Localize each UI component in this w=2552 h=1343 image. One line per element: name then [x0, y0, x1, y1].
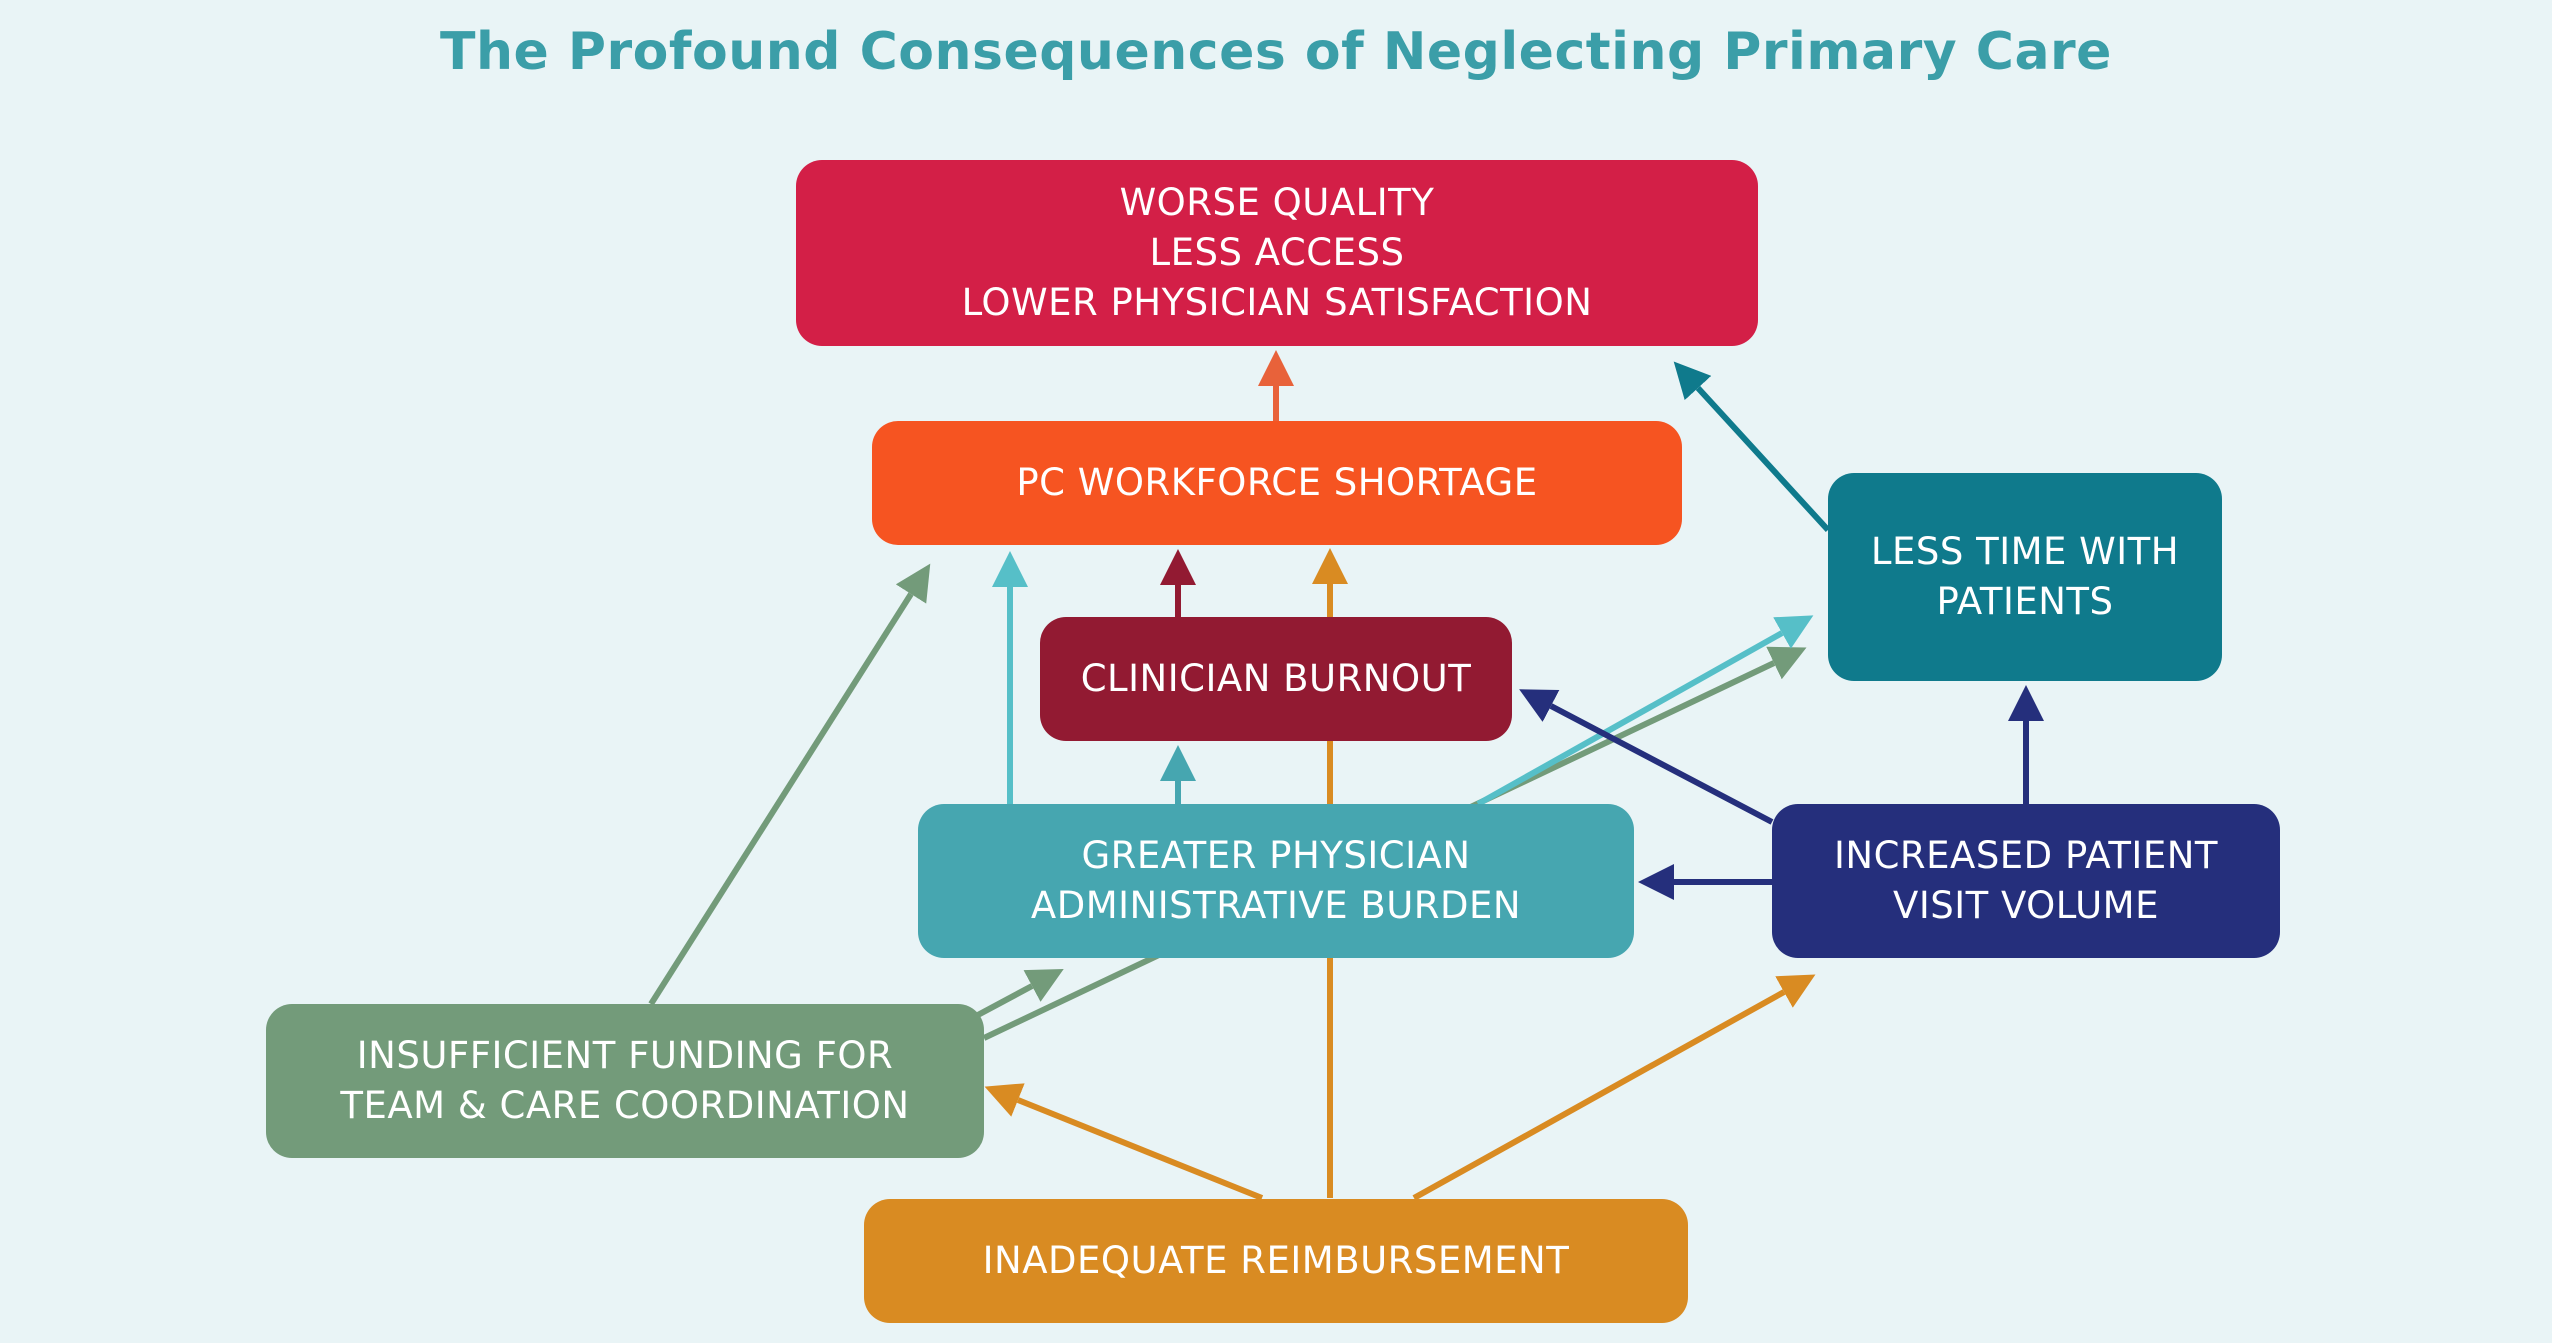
visit-volume-line-1: INCREASED PATIENT	[1834, 834, 2218, 877]
diagram-title: The Profound Consequences of Neglecting …	[440, 22, 2112, 82]
arrow-visit-to-burnout	[1519, 689, 1774, 825]
outcomes-line-2: LESS ACCESS	[1149, 231, 1405, 274]
insufficient-funding-line-2: TEAM & CARE COORDINATION	[340, 1084, 910, 1127]
less-time-line-1: LESS TIME WITH	[1870, 530, 2180, 573]
visit-volume-box: INCREASED PATIENT VISIT VOLUME	[1772, 804, 2280, 958]
less-time-box: LESS TIME WITH PATIENTS	[1828, 473, 2222, 681]
workforce-shortage-box: PC WORKFORCE SHORTAGE	[872, 421, 1682, 545]
outcomes-line-1: WORSE QUALITY	[1119, 181, 1435, 224]
inadequate-reimbursement-label: INADEQUATE REIMBURSEMENT	[982, 1239, 1570, 1282]
arrow-less-time-to-outcomes	[1673, 361, 1831, 533]
inadequate-reimbursement-box: INADEQUATE REIMBURSEMENT	[864, 1199, 1688, 1323]
insufficient-funding-box: INSUFFICIENT FUNDING FOR TEAM & CARE COO…	[266, 1004, 984, 1158]
arrow-funding-to-shortage	[648, 563, 931, 1006]
arrow-admin-to-less-time	[1476, 615, 1814, 807]
outcomes-line-3: LOWER PHYSICIAN SATISFACTION	[961, 281, 1593, 324]
insufficient-funding-line-1: INSUFFICIENT FUNDING FOR	[356, 1034, 894, 1077]
arrow-reimburse-to-visit	[1412, 974, 1816, 1201]
admin-burden-line-2: ADMINISTRATIVE BURDEN	[1030, 884, 1522, 927]
less-time-line-2: PATIENTS	[1936, 580, 2114, 623]
arrow-reimburse-to-funding	[984, 1083, 1264, 1201]
arrow-funding-to-admin	[974, 969, 1064, 1019]
admin-burden-line-1: GREATER PHYSICIAN	[1081, 834, 1471, 877]
admin-burden-box: GREATER PHYSICIAN ADMINISTRATIVE BURDEN	[918, 804, 1634, 958]
workforce-shortage-label: PC WORKFORCE SHORTAGE	[1016, 461, 1538, 504]
clinician-burnout-label: CLINICIAN BURNOUT	[1080, 657, 1472, 700]
outcomes-box: WORSE QUALITY LESS ACCESS LOWER PHYSICIA…	[796, 160, 1758, 346]
clinician-burnout-box: CLINICIAN BURNOUT	[1040, 617, 1512, 741]
visit-volume-line-2: VISIT VOLUME	[1893, 884, 2159, 927]
